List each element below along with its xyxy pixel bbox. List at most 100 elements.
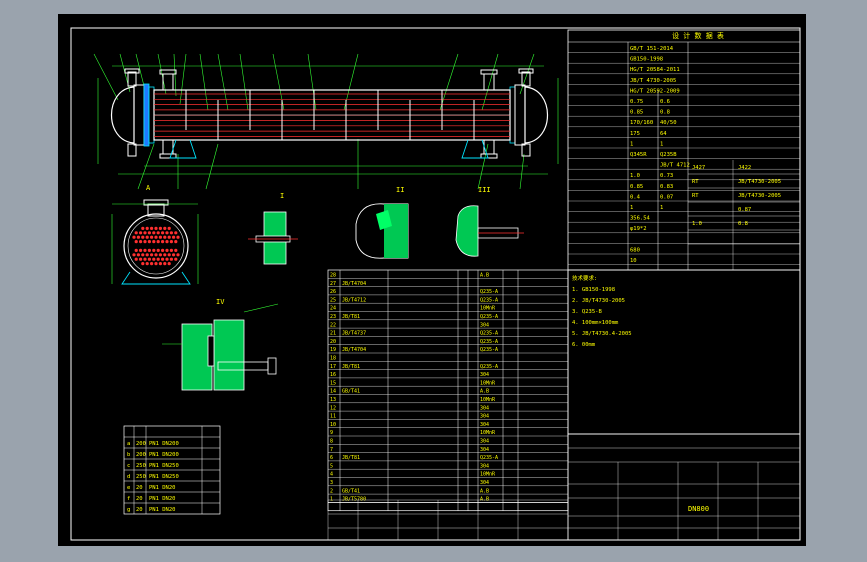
detail-i-view: I [248,192,298,265]
design-table-title: 设 计 数 据 表 [672,31,724,40]
part-number: 21 [330,331,336,337]
design-value-tube: 0.75 [630,99,643,105]
part-standard: GB/T41 [342,389,360,395]
design-value-shell: 1 [660,141,663,147]
design-value-shell: 0.6 [660,99,670,105]
design-right-value: 1.0 [692,221,702,227]
part-number: 15 [330,380,336,386]
part-material: Q235-A [480,331,498,337]
detail-label-i: I [280,192,284,200]
part-material: A.B [480,273,489,279]
part-number: 18 [330,356,336,362]
design-value-tube: 175 [630,131,640,137]
part-number: 9 [330,430,333,436]
detail-label-iii: III [478,186,491,194]
design-value-tube: Q345R [630,152,647,158]
part-number: 10 [330,422,336,428]
part-material: Q235-A [480,289,498,295]
part-material: Q235-A [480,347,498,353]
design-right-value: 0.8 [738,221,748,227]
part-standard: JB/T4712 [342,297,366,303]
part-standard: JB/T5780 [342,497,366,503]
title-block: DN800 [327,433,801,541]
design-value-shell: 40/50 [660,120,677,126]
nozzle-size: 250 [136,474,146,480]
nozzle-mark: d [127,474,130,480]
part-material: 10MnR [480,397,496,403]
part-material: 304 [480,439,489,445]
design-value-tube: 170/160 [630,120,653,126]
drawing-sheet: A I II III IV [58,14,806,546]
design-value-shell: HG/T 20592-2009 [630,88,680,94]
detail-iii-view: III [455,186,524,257]
part-material: A.B [480,488,489,494]
design-right-value: 0.87 [738,207,751,213]
nozzle-size: 20 [136,496,143,502]
nozzle-size: 20 [136,485,143,491]
part-number: 17 [330,364,336,370]
heat-exchanger-elevation [93,53,559,190]
part-number: 2 [330,488,333,494]
part-number: 19 [330,347,336,353]
part-material: 10MnR [480,306,496,312]
part-number: 24 [330,306,336,312]
note-line: 2. JB/T4730-2005 [572,298,625,304]
nozzle-standard: PN1 DN250 [149,463,179,469]
design-value-tube: 1 [630,141,633,147]
part-material: 304 [480,422,489,428]
part-standard: JB/T81 [342,314,360,320]
part-standard: JB/T4704 [342,347,366,353]
part-number: 4 [330,472,333,478]
part-number: 16 [330,372,336,378]
design-value-shell: JB/T 4712 [660,163,690,169]
design-value-shell: 1 [660,205,663,211]
part-number: 7 [330,447,333,453]
part-material: Q235-A [480,339,498,345]
part-number: 5 [330,463,333,469]
nozzle-size: 200 [136,452,146,458]
design-value-tube: 0.85 [630,110,643,116]
design-value-shell: 0.8 [660,110,670,116]
nozzle-mark: a [127,441,130,447]
nozzle-mark: g [127,507,130,513]
nozzle-size: 20 [136,507,143,513]
part-material: A.B [480,389,489,395]
part-number: 23 [330,314,336,320]
part-material: 10MnR [480,380,496,386]
design-value-shell: GB150-1998 [630,57,663,63]
design-right-value: RT [692,179,699,185]
part-number: 11 [330,414,336,420]
part-number: 13 [330,397,336,403]
part-material: A.B [480,497,489,503]
nozzle-standard: PN1 DN20 [149,496,176,502]
design-value-tube: 1 [630,205,633,211]
part-material: 304 [480,447,489,453]
part-material: 10MnR [480,472,496,478]
detail-label-iv: IV [216,298,225,306]
design-right-value: JB/T4730-2005 [738,193,781,199]
part-material: Q235-A [480,314,498,320]
nozzle-mark: f [127,496,130,502]
part-number: 6 [330,455,333,461]
part-material: 304 [480,480,489,486]
part-material: 304 [480,463,489,469]
part-number: 12 [330,405,336,411]
nozzle-mark: b [127,452,130,458]
nozzle-size: 250 [136,463,146,469]
nozzle-standard: PN1 DN200 [149,441,179,447]
design-value-tube: 10 [630,258,637,264]
nozzle-mark: e [127,485,130,491]
part-number: 22 [330,322,336,328]
detail-iv-view: IV [162,298,279,391]
design-value-tube: 680 [630,247,640,253]
part-number: 3 [330,480,333,486]
design-value-shell: 64 [660,131,667,137]
part-standard: GB/T41 [342,488,360,494]
part-standard: JB/T4704 [342,281,366,287]
design-right-value: J427 [692,165,705,171]
design-value-shell: 0.73 [660,173,673,179]
design-value-tube: φ19*2 [630,226,647,232]
